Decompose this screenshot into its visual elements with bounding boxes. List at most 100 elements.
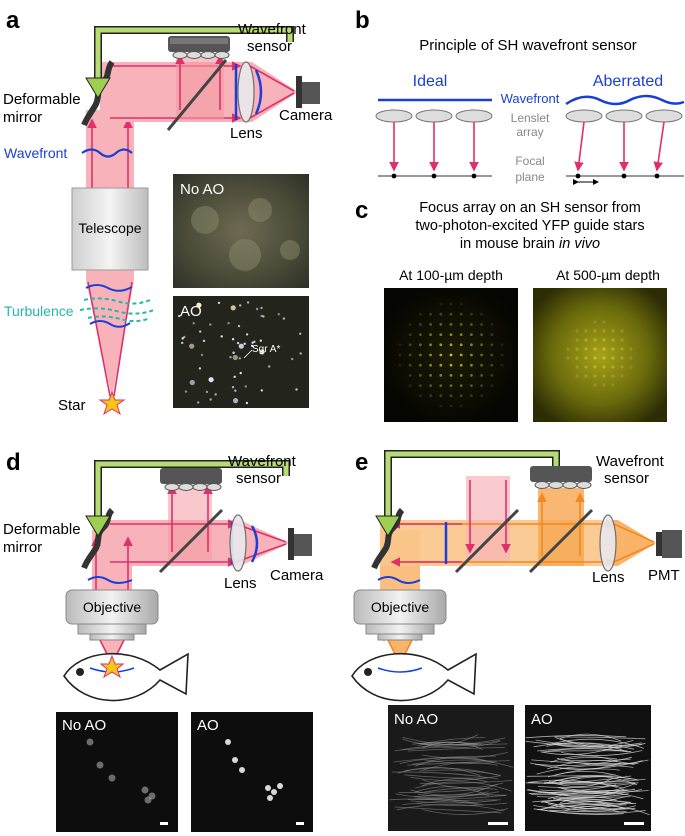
texture-dot [460, 394, 463, 397]
wavefront-label: Wavefront [4, 145, 67, 161]
texture-dot [460, 313, 463, 316]
lens-label: Lens [230, 125, 263, 142]
texture-dot [460, 405, 463, 408]
texture-dot [584, 329, 587, 332]
texture-dot [470, 323, 473, 326]
star [100, 392, 124, 414]
turbulence-label: Turbulence [4, 303, 74, 319]
texture-dot [620, 356, 623, 359]
texture-dot [429, 374, 432, 377]
texture-dot [450, 394, 453, 397]
texture-dot [232, 338, 234, 340]
texture-dot [239, 344, 244, 349]
texture-dot [575, 329, 578, 332]
texture-dot [203, 340, 205, 342]
texture-dot [620, 374, 623, 377]
texture-dot [299, 333, 301, 335]
texture-dot [256, 308, 258, 310]
texture-dot [265, 785, 271, 791]
texture-dot [450, 374, 453, 377]
texture-dot [419, 313, 422, 316]
texture-dot [238, 325, 240, 327]
svg-text:sensor: sensor [247, 38, 292, 55]
svg-text:No AO: No AO [394, 711, 438, 728]
d-wavefront-sensor [160, 468, 222, 484]
texture-dot [109, 775, 116, 782]
texture-dot [439, 333, 442, 336]
texture-dot [490, 343, 493, 346]
texture-dot [460, 384, 463, 387]
texture-dot [480, 313, 483, 316]
texture-dot [450, 384, 453, 387]
texture-dot [231, 305, 236, 310]
panel-c-title-3: in mouse brain in vivo [460, 236, 600, 252]
camera-label: Camera [279, 107, 333, 124]
texture-dot [283, 317, 285, 319]
texture-dot [470, 333, 473, 336]
panel-b-letter: b [355, 7, 370, 34]
texture-dot [480, 384, 483, 387]
texture-dot [419, 364, 422, 367]
texture-dot [490, 374, 493, 377]
texture-dot [439, 374, 442, 377]
texture-dot [584, 338, 587, 341]
ideal-label: Ideal [413, 73, 448, 90]
texture-dot [490, 333, 493, 336]
svg-text:mirror: mirror [3, 109, 42, 126]
texture-dot [470, 384, 473, 387]
texture-dot [593, 383, 596, 386]
texture-dot [450, 405, 453, 408]
texture-dot [629, 365, 632, 368]
panel-e-letter: e [355, 449, 368, 476]
panel-c-letter: c [355, 197, 368, 224]
svg-text:Wavefront: Wavefront [596, 453, 665, 470]
texture-dot [210, 398, 212, 400]
texture-dot [602, 329, 605, 332]
texture-dot [209, 323, 211, 325]
ao-label: AO [180, 303, 202, 320]
svg-text:PMT: PMT [648, 567, 680, 584]
texture-dot [480, 323, 483, 326]
texture-dot [232, 352, 234, 354]
lens [238, 62, 254, 122]
depth-100-label: At 100-µm depth [399, 267, 503, 283]
texture-dot [409, 333, 412, 336]
panel-a-letter: a [6, 7, 20, 34]
texture-dot [460, 374, 463, 377]
texture-dot [460, 303, 463, 306]
texture-dot [593, 329, 596, 332]
texture-dot [602, 374, 605, 377]
texture-dot [199, 367, 201, 369]
texture-dot [501, 354, 504, 357]
texture-dot [206, 391, 208, 393]
svg-text:mirror: mirror [3, 539, 42, 556]
texture-dot [419, 354, 422, 357]
texture-dot [399, 354, 402, 357]
panel-c-title-2: two-photon-excited YFP guide stars [415, 218, 644, 234]
svg-text:Objective: Objective [83, 599, 142, 615]
texture-dot [182, 337, 184, 339]
texture-dot [278, 313, 280, 315]
e-pmt [656, 532, 662, 556]
ideal-lenslets [376, 110, 492, 122]
texture-dot [593, 365, 596, 368]
texture-dot [490, 323, 493, 326]
texture-dot [201, 354, 203, 356]
texture-dot [239, 304, 241, 306]
texture-dot [261, 315, 263, 317]
e-wavefront-sensor [530, 466, 592, 482]
texture-dot [480, 343, 483, 346]
texture-dot [460, 364, 463, 367]
aberrated-wavefront [566, 96, 684, 104]
texture-dot [439, 394, 442, 397]
svg-text:Lens: Lens [224, 575, 257, 592]
panel-e: e [352, 449, 682, 831]
texture-dot [227, 322, 229, 324]
texture-dot [439, 343, 442, 346]
texture-dot [271, 789, 277, 795]
texture-dot [450, 313, 453, 316]
texture-dot [593, 338, 596, 341]
texture-dot [575, 347, 578, 350]
panel-c-title-1: Focus array on an SH sensor from [419, 200, 641, 216]
texture-dot [409, 343, 412, 346]
